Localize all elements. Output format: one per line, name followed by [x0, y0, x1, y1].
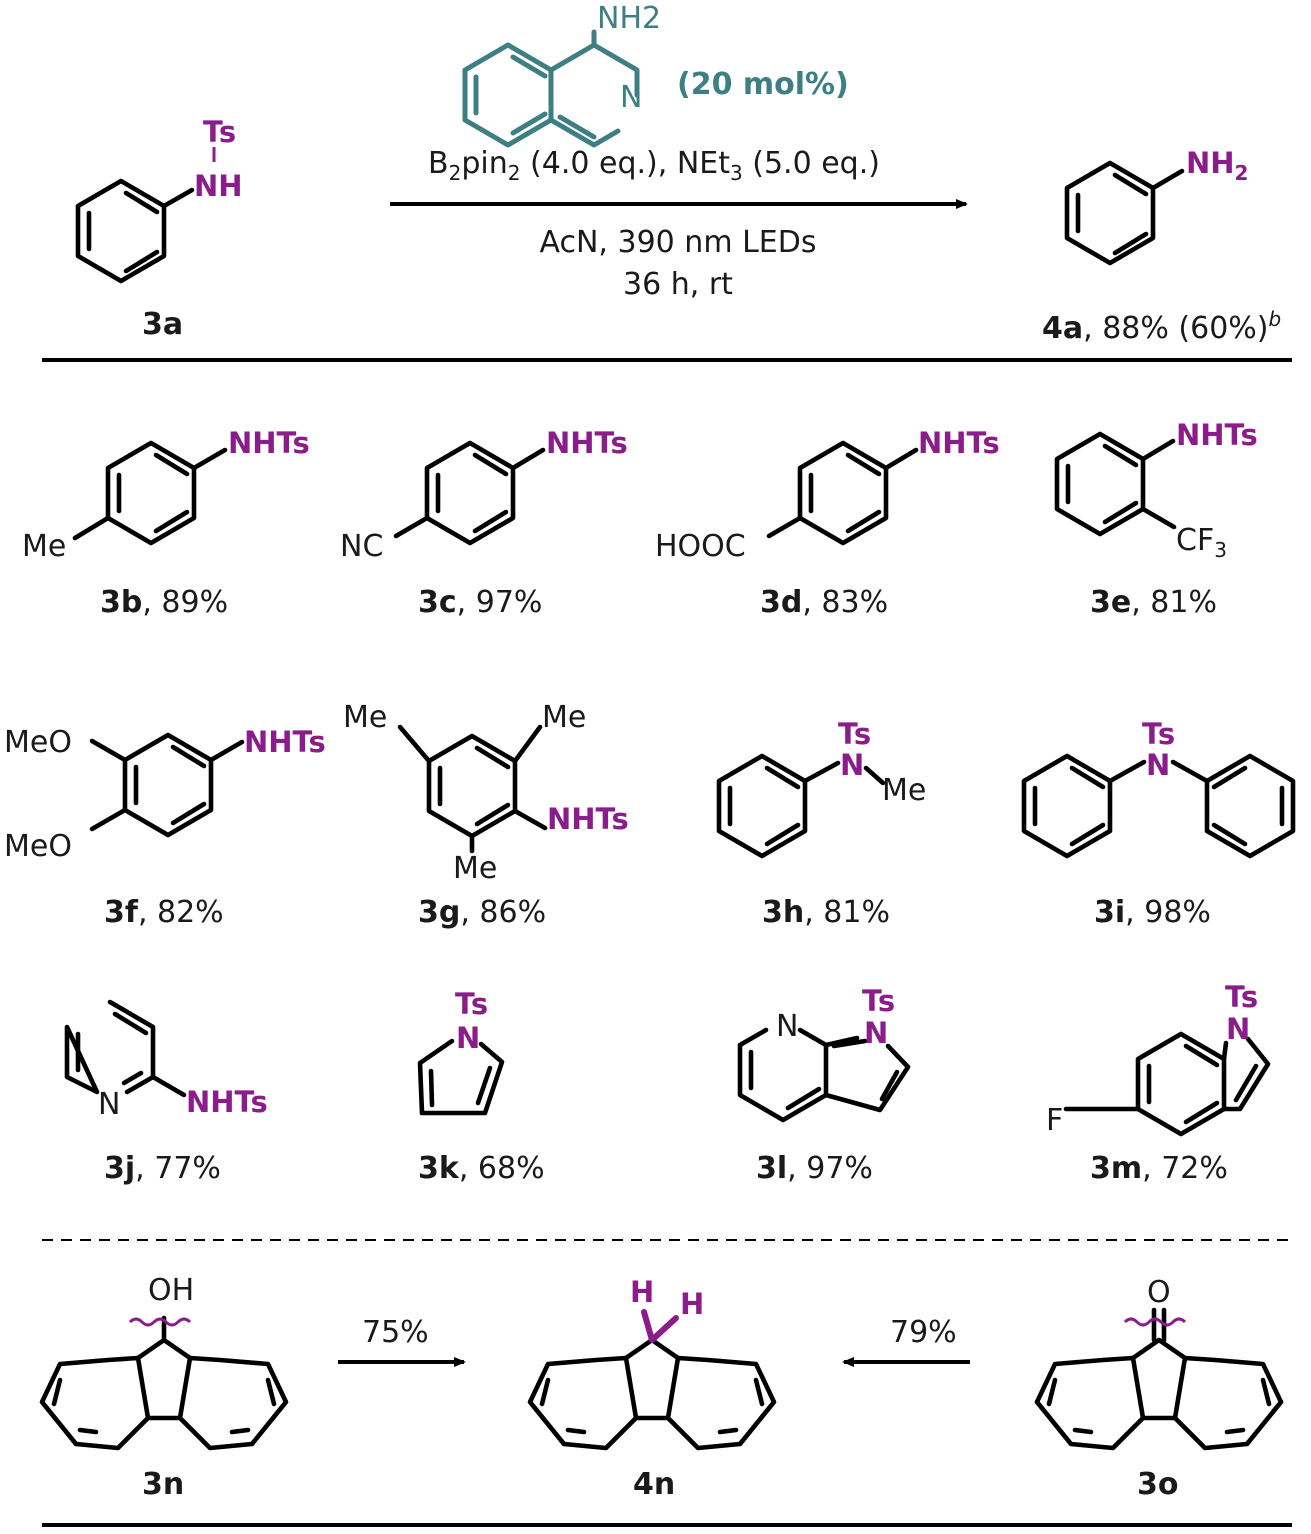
svg-text:N: N: [840, 748, 864, 782]
svg-text:CF3: CF3: [1176, 523, 1227, 562]
svg-text:N: N: [456, 1021, 480, 1055]
catalyst-amino-label: NH2: [597, 1, 661, 36]
caption-3n: 3n: [142, 1467, 184, 1502]
svg-text:NHTs: NHTs: [186, 1085, 268, 1119]
conditions-line-3: 36 h, rt: [623, 267, 733, 302]
svg-text:H: H: [630, 1275, 654, 1309]
product-4n: H H 4n: [527, 1275, 777, 1502]
product-4a: NH2 4a, 88% (60%)b: [1042, 146, 1281, 346]
caption-3f: 3f, 82%: [104, 895, 224, 930]
caption-3g: 3g, 86%: [418, 895, 546, 930]
svg-text:NHTs: NHTs: [1176, 418, 1258, 452]
conditions-line-1: B2pin2 (4.0 eq.), NEt3 (5.0 eq.): [428, 146, 880, 185]
arrow-3o-to-4n: 79%: [842, 1315, 970, 1367]
svg-text:Ts: Ts: [862, 984, 895, 1018]
svg-text:Ts: Ts: [838, 717, 871, 751]
caption-3o: 3o: [1137, 1467, 1178, 1502]
svg-text:N: N: [98, 1087, 120, 1122]
reaction-conditions: B2pin2 (4.0 eq.), NEt3 (5.0 eq.) AcN, 39…: [390, 146, 968, 302]
substrate-3g: Me Me Me NHTs 3g, 86%: [343, 700, 629, 930]
caption-3d: 3d, 83%: [760, 585, 888, 620]
substrate-3m: Ts N F 3m, 72%: [1046, 980, 1271, 1186]
substrate-3a-ts: Ts: [203, 115, 236, 149]
substrate-3l: N Ts N 3l, 97%: [737, 984, 911, 1186]
catalyst-loading: (20 mol%): [677, 67, 849, 102]
compound-3o: O 3o: [1034, 1275, 1284, 1502]
compound-3n: OH 3n: [39, 1273, 289, 1502]
svg-text:NC: NC: [340, 529, 383, 564]
svg-text:NHTs: NHTs: [918, 426, 1000, 460]
caption-3h: 3h, 81%: [762, 895, 890, 930]
substrate-3c: NHTs NC 3c, 97%: [340, 426, 628, 620]
caption-3b: 3b, 89%: [100, 585, 228, 620]
svg-text:HOOC: HOOC: [655, 529, 746, 564]
svg-text:Ts: Ts: [1225, 980, 1258, 1014]
substrate-3f: NHTs MeO MeO 3f, 82%: [4, 725, 326, 930]
catalyst-structure: NH2 N (20 mol%): [462, 1, 849, 148]
caption-3j: 3j, 77%: [104, 1151, 221, 1186]
caption-3e: 3e, 81%: [1090, 585, 1217, 620]
svg-text:75%: 75%: [362, 1315, 429, 1350]
svg-text:N: N: [1226, 1012, 1250, 1046]
svg-text:OH: OH: [148, 1273, 194, 1308]
svg-text:MeO: MeO: [4, 725, 72, 760]
product-4a-amine: NH2: [1186, 146, 1248, 185]
svg-text:79%: 79%: [890, 1315, 957, 1350]
caption-3m: 3m, 72%: [1090, 1151, 1228, 1186]
svg-text:N: N: [864, 1016, 888, 1050]
substrate-3k: Ts N 3k, 68%: [417, 987, 545, 1186]
svg-text:Ts: Ts: [1142, 717, 1175, 751]
svg-text:O: O: [1147, 1275, 1171, 1310]
substrate-3b: NHTs Me 3b, 89%: [22, 426, 310, 620]
svg-text:MeO: MeO: [4, 829, 72, 864]
svg-text:Me: Me: [343, 700, 387, 735]
product-4a-caption: 4a, 88% (60%)b: [1042, 307, 1281, 346]
arrow-3n-to-4n: 75%: [338, 1315, 466, 1367]
catalyst-ring-n: N: [620, 80, 642, 115]
svg-text:H: H: [680, 1287, 704, 1321]
svg-text:NHTs: NHTs: [244, 725, 326, 759]
svg-text:NHTs: NHTs: [547, 802, 629, 836]
substrate-3j: N NHTs 3j, 77%: [64, 999, 268, 1186]
svg-text:Me: Me: [22, 529, 66, 564]
caption-3c: 3c, 97%: [418, 585, 542, 620]
svg-text:Ts: Ts: [455, 987, 488, 1021]
caption-3i: 3i, 98%: [1094, 895, 1211, 930]
caption-4n: 4n: [633, 1467, 675, 1502]
caption-3l: 3l, 97%: [756, 1151, 873, 1186]
svg-text:F: F: [1046, 1103, 1063, 1138]
substrate-3i: Ts N 3i, 98%: [1021, 717, 1296, 930]
substrate-3a-label: 3a: [142, 307, 183, 342]
substrate-3e: NHTs CF3 3e, 81%: [1054, 418, 1258, 620]
substrate-3a-nh: NH: [194, 169, 243, 203]
svg-text:Me: Me: [542, 700, 586, 735]
substrate-3a: Ts NH 3a: [75, 115, 243, 342]
substrate-3h: Ts N Me 3h, 81%: [716, 717, 926, 930]
substrate-3d: NHTs HOOC 3d, 83%: [655, 426, 1000, 620]
conditions-line-2: AcN, 390 nm LEDs: [540, 225, 817, 260]
svg-text:N: N: [1146, 748, 1170, 782]
svg-text:Me: Me: [453, 851, 497, 886]
svg-text:NHTs: NHTs: [546, 426, 628, 460]
svg-text:NHTs: NHTs: [228, 426, 310, 460]
svg-text:Me: Me: [882, 773, 926, 808]
caption-3k: 3k, 68%: [418, 1151, 545, 1186]
svg-text:N: N: [776, 1009, 798, 1044]
